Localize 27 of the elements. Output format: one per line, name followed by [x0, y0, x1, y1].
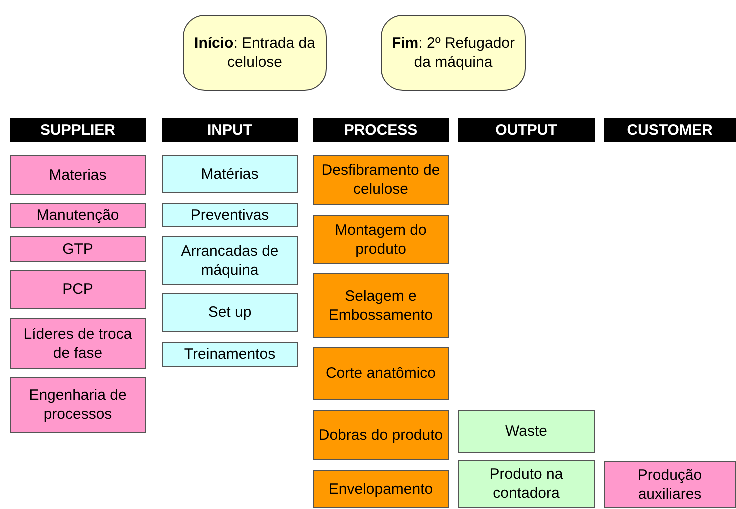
supplier-box: Engenharia de processos: [10, 377, 146, 433]
column-header: CUSTOMER: [604, 118, 736, 142]
output-box: Waste: [458, 410, 595, 453]
process-box: Selagem e Embossamento: [313, 273, 449, 338]
output-box: Produto na contadora: [458, 460, 595, 508]
input-box: Preventivas: [162, 203, 298, 227]
input-box: Arrancadas de máquina: [162, 236, 298, 285]
column-header: INPUT: [162, 118, 298, 142]
customer-box: Produção auxiliares: [604, 461, 736, 508]
column-header: OUTPUT: [458, 118, 595, 142]
supplier-box: Manutenção: [10, 203, 146, 228]
supplier-box: Líderes de troca de fase: [10, 318, 146, 369]
input-box: Treinamentos: [162, 342, 298, 367]
process-box: Dobras do produto: [313, 410, 449, 460]
process-box: Corte anatômico: [313, 347, 449, 400]
input-box: Set up: [162, 293, 298, 332]
start-end-box: Fim: 2º Refugador da máquina: [381, 15, 526, 91]
input-box: Matérias: [162, 155, 298, 193]
supplier-box: Materias: [10, 155, 146, 195]
supplier-box: PCP: [10, 270, 146, 309]
process-box: Envelopamento: [313, 470, 449, 508]
column-header: PROCESS: [313, 118, 449, 142]
supplier-box: GTP: [10, 236, 146, 262]
process-box: Montagem do produto: [313, 215, 449, 264]
column-header: SUPPLIER: [10, 118, 146, 142]
process-box: Desfibramento de celulose: [313, 155, 449, 205]
start-end-box: Início: Entrada da celulose: [183, 15, 327, 91]
